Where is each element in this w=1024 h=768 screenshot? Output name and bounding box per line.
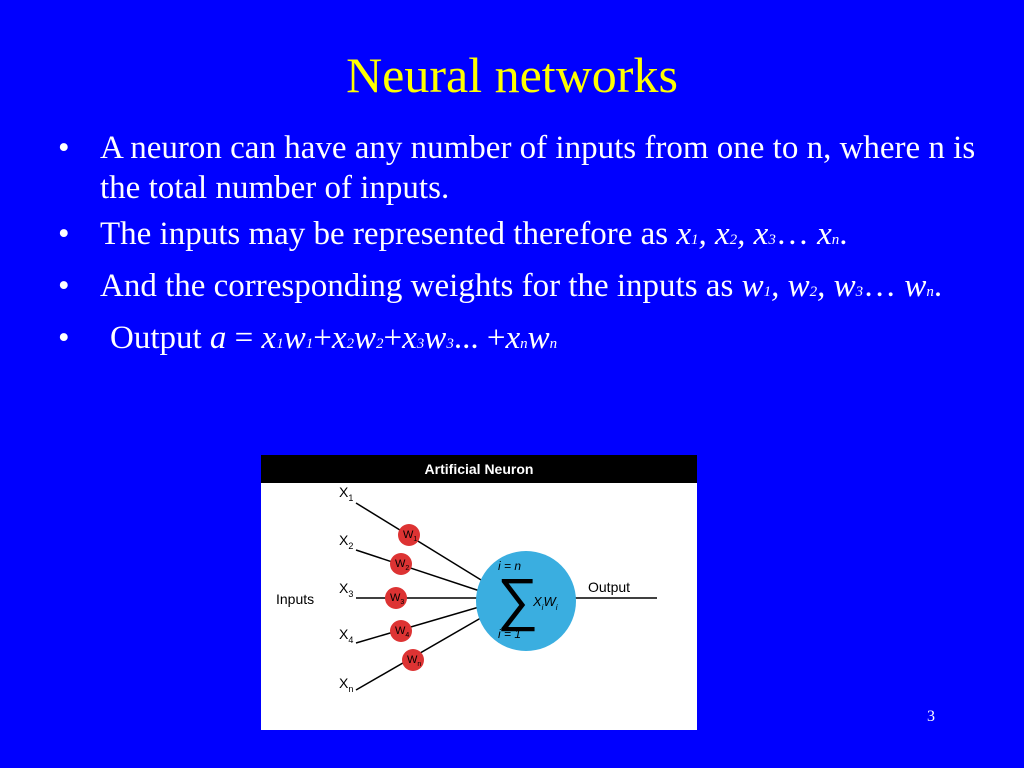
var-w: w xyxy=(787,268,810,304)
subscript: 1 xyxy=(691,232,699,248)
var-x: x xyxy=(261,320,277,356)
subscript: n xyxy=(549,336,558,352)
subscript: 2 xyxy=(346,336,355,352)
sum-term-i: i xyxy=(542,603,544,612)
output-label: Output xyxy=(588,579,630,595)
bullet-text-1: A neuron can have any number of inputs f… xyxy=(100,130,976,206)
subscript: n xyxy=(926,284,934,300)
plus: + xyxy=(383,320,403,356)
slide-title: Neural networks xyxy=(346,47,678,103)
comma: , xyxy=(817,268,834,304)
subscript: 1 xyxy=(276,336,284,352)
var-w: w xyxy=(283,320,306,356)
artificial-neuron-figure: Artificial Neuron ∑ i = n i = 1 XiWi W1 … xyxy=(261,455,697,730)
ellipsis: … xyxy=(775,216,818,252)
weight-node-4 xyxy=(390,620,412,642)
weight-label-n: Wn xyxy=(407,654,421,668)
bullet-text-2: The inputs may be represented therefore … xyxy=(100,216,677,252)
sum-term-x: X xyxy=(532,594,543,609)
var-w: w xyxy=(741,268,764,304)
subscript: 3 xyxy=(855,284,864,300)
bullet-item-2: • The inputs may be represented therefor… xyxy=(58,214,978,260)
var-x: x xyxy=(817,216,832,252)
var-w: w xyxy=(424,320,447,356)
subscript: 2 xyxy=(729,232,738,248)
bullet-item-3: • And the corresponding weights for the … xyxy=(58,266,978,312)
subscript: n xyxy=(520,336,528,352)
weight-label-4: W4 xyxy=(395,625,409,639)
var-x: x xyxy=(402,320,417,356)
subscript: 2 xyxy=(809,284,818,300)
sigma-symbol: ∑ xyxy=(497,567,538,632)
sum-term-i: i xyxy=(556,603,558,612)
plus: + xyxy=(313,320,332,356)
var-w: w xyxy=(833,268,856,304)
bullet-item-4: • Output a = x1w1+x2w2+x3w3... +xnwn xyxy=(58,318,978,364)
equals: = xyxy=(226,320,262,356)
sum-term-w: W xyxy=(543,594,557,609)
subscript: 3 xyxy=(768,232,776,248)
weight-node-2 xyxy=(390,553,412,575)
inputs-label: Inputs xyxy=(276,591,314,607)
input-label-1: X1 xyxy=(339,484,353,503)
var-x: x xyxy=(331,320,347,356)
input-line-2 xyxy=(355,549,487,594)
bullet-marker: • xyxy=(58,216,70,252)
period: . xyxy=(839,216,848,252)
ellipsis: … xyxy=(863,268,905,304)
subscript: n xyxy=(831,232,840,248)
sum-upper-limit: i = n xyxy=(498,559,521,573)
subscript: 3 xyxy=(446,336,454,352)
input-label-3: X3 xyxy=(339,580,353,599)
var-x: x xyxy=(505,320,521,356)
input-line-1 xyxy=(355,502,487,584)
neuron-diagram: ∑ i = n i = 1 XiWi W1 W2 W3 W4 Wn X1 X2 … xyxy=(276,484,657,694)
var-x: x xyxy=(715,216,730,252)
var-w: w xyxy=(527,320,550,356)
weight-nodes xyxy=(385,524,424,671)
weight-node-3 xyxy=(385,587,407,609)
bullet-list: • A neuron can have any number of inputs… xyxy=(58,128,978,370)
page-number: 3 xyxy=(927,708,935,725)
var-w: w xyxy=(904,268,927,304)
bullet-marker: • xyxy=(58,268,70,304)
var-x: x xyxy=(753,216,769,252)
weight-label-2: W2 xyxy=(395,558,409,572)
input-line-4 xyxy=(355,604,487,644)
weight-node-1 xyxy=(398,524,420,546)
subscript: 1 xyxy=(763,284,772,300)
bullet-marker: • xyxy=(58,130,70,166)
subscript: 2 xyxy=(376,336,384,352)
var-w: w xyxy=(354,320,377,356)
weight-label-3: W3 xyxy=(390,592,404,606)
bullet-item-1: • A neuron can have any number of inputs… xyxy=(58,128,978,208)
ellipsis-plus: ... + xyxy=(453,320,506,356)
neuron-body xyxy=(476,551,576,651)
figure-title: Artificial Neuron xyxy=(261,455,697,483)
sum-lower-limit: i = 1 xyxy=(498,627,521,641)
input-label-n: Xn xyxy=(339,675,353,694)
sum-term: XiWi xyxy=(532,594,558,612)
comma: , xyxy=(698,216,715,252)
weight-label-1: W1 xyxy=(403,529,417,543)
output-label: Output xyxy=(110,320,210,356)
var-x: x xyxy=(676,216,691,252)
comma: , xyxy=(771,268,788,304)
comma: , xyxy=(737,216,754,252)
bullet-text-3: And the corresponding weights for the in… xyxy=(100,268,742,304)
input-label-4: X4 xyxy=(339,626,353,645)
subscript: 3 xyxy=(416,336,425,352)
subscript: 1 xyxy=(305,336,314,352)
bullet-marker: • xyxy=(58,320,70,356)
input-label-2: X2 xyxy=(339,532,353,551)
var-a: a xyxy=(209,320,227,356)
weight-node-n xyxy=(402,649,424,671)
period: . xyxy=(933,268,943,304)
